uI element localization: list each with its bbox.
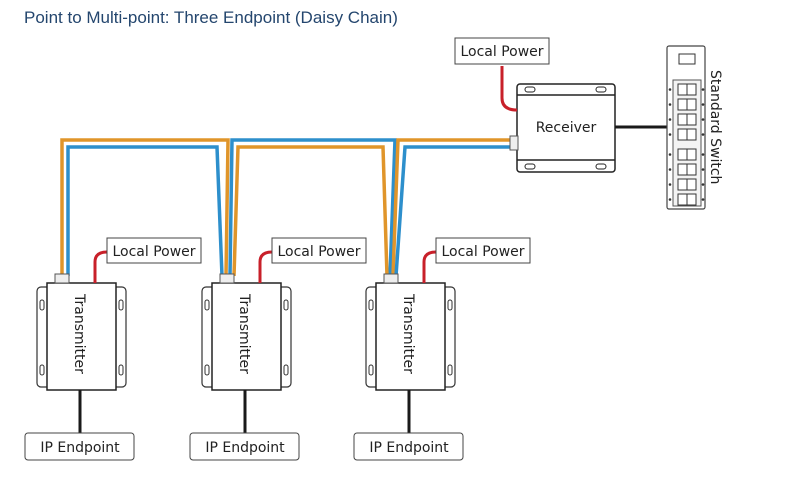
transmitter-label: Transmitter	[400, 293, 416, 374]
transmitter-label: Transmitter	[236, 293, 252, 374]
receiver-power-wire	[500, 66, 518, 112]
transmitter-connector	[54, 273, 70, 284]
transmitter-label: Transmitter	[71, 293, 87, 374]
switch-led	[668, 153, 672, 156]
mounting-hole	[368, 364, 374, 376]
receiver-label: Receiver	[536, 120, 597, 136]
transmitter-power-box	[271, 237, 367, 264]
ip-endpoint-label: IP Endpoint	[369, 440, 449, 456]
transmitter-power-box	[106, 237, 202, 264]
ip-endpoint-box[interactable]	[353, 432, 464, 461]
transmitter-power-wire	[93, 250, 108, 283]
ip-endpoint-label: IP Endpoint	[40, 440, 120, 456]
mounting-hole	[204, 299, 210, 311]
transmitters-layer: Transmitter Local Power IP Endpoint Transmi…	[24, 237, 531, 461]
standard-switch[interactable]	[666, 45, 706, 210]
transmitter-connector	[383, 273, 399, 284]
switch-led	[668, 133, 672, 136]
transmitter-connector	[219, 273, 235, 284]
switch-led	[701, 103, 705, 106]
switch-uplink-port[interactable]	[678, 53, 696, 65]
ip-endpoint-box[interactable]	[24, 432, 135, 461]
switch-led	[668, 183, 672, 186]
switch-led	[668, 168, 672, 171]
transmitter-power-label: Local Power	[441, 244, 524, 260]
mounting-hole	[118, 364, 124, 376]
transmitter-body	[211, 282, 282, 391]
switch-led	[701, 88, 705, 91]
wire-orange-tx1-tx2	[60, 138, 230, 277]
receiver-connector	[509, 135, 519, 151]
mounting-hole	[118, 299, 124, 311]
mounting-hole	[283, 299, 289, 311]
ip-endpoint-box[interactable]	[189, 432, 300, 461]
switch-led	[701, 198, 705, 201]
receiver-device[interactable]: Receiver	[509, 83, 616, 173]
transmitter-power-label: Local Power	[112, 244, 195, 260]
switch-led	[668, 103, 672, 106]
switch-led	[701, 118, 705, 121]
mounting-hole	[204, 364, 210, 376]
switch-led	[701, 183, 705, 186]
transmitter-1[interactable]: Transmitter	[36, 273, 127, 391]
daisy-chain-wires	[60, 138, 512, 277]
ip-endpoint-label: IP Endpoint	[205, 440, 285, 456]
switch-led	[668, 198, 672, 201]
transmitter-body	[375, 282, 446, 391]
transmitter-power-box	[435, 237, 531, 264]
mounting-hole	[283, 364, 289, 376]
mounting-hole	[447, 364, 453, 376]
mounting-hole	[39, 299, 45, 311]
switch-led	[701, 168, 705, 171]
wire-orange-tx3-rx	[391, 138, 512, 277]
wire-blue-tx2-tx3	[228, 138, 397, 277]
receiver-power-label: Local Power	[460, 44, 543, 60]
transmitter-power-label: Local Power	[277, 244, 360, 260]
transmitter-3[interactable]: Transmitter	[365, 273, 456, 391]
transmitter-power-wire	[258, 250, 273, 283]
switch-led	[668, 88, 672, 91]
wire-blue-tx1-tx2	[66, 145, 224, 277]
transmitter-2[interactable]: Transmitter	[201, 273, 292, 391]
switch-led	[668, 118, 672, 121]
mounting-hole	[368, 299, 374, 311]
transmitter-power-wire	[422, 250, 437, 283]
receiver-power-box	[454, 37, 550, 65]
switch-led	[701, 153, 705, 156]
diagram-title: Point to Multi-point: Three Endpoint (Da…	[24, 8, 398, 27]
transmitter-body	[46, 282, 117, 391]
mounting-hole	[39, 364, 45, 376]
wire-orange-tx2-tx3	[232, 145, 389, 277]
wire-blue-tx3-rx	[394, 145, 512, 277]
switch-led	[701, 133, 705, 136]
switch-label: Standard Switch	[707, 70, 723, 184]
mounting-hole	[447, 299, 453, 311]
